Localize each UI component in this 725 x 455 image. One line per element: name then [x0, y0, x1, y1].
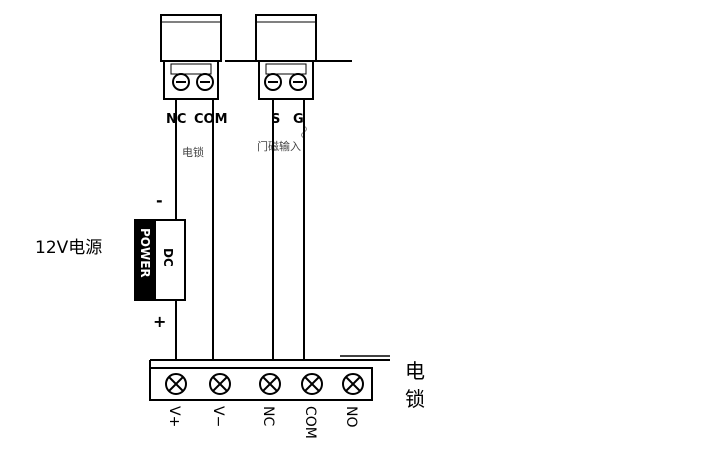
wires: [175, 99, 305, 360]
terminal-label-com: COM: [302, 406, 318, 439]
lock-screw-com: [301, 373, 323, 395]
terminal-label-nc: NC: [260, 406, 276, 426]
lock-title-line2: 锁: [405, 387, 425, 411]
terminal-label-vplus: V+: [166, 406, 182, 427]
connector-nc-com: [160, 14, 222, 100]
caption-lock: 电锁: [182, 145, 204, 159]
terminal-label-vminus: V−: [210, 406, 226, 427]
lock-terminal-block: V+ V− NC COM NO 电 锁: [149, 355, 425, 439]
controller-connectors: NC COM 电锁 S G 门磁输入: [160, 14, 352, 159]
lock-screw-nc: [259, 373, 281, 395]
lock-screw-vminus: [209, 373, 231, 395]
connector-s-g: [255, 14, 317, 100]
label-com: COM: [194, 112, 228, 127]
lock-screw-vplus: [165, 373, 187, 395]
lock-screw-no: [342, 373, 364, 395]
power-plus: +: [153, 312, 166, 331]
terminal-label-no: NO: [343, 406, 359, 428]
label-g: G: [293, 112, 304, 127]
power-text-dc: DC: [161, 248, 175, 267]
power-supply: 12V电源 POWER DC - +: [35, 191, 186, 331]
power-black-band: [135, 220, 156, 300]
caption-door-sensor: 门磁输入: [257, 139, 301, 153]
power-label: 12V电源: [35, 238, 102, 258]
power-minus: -: [156, 191, 163, 210]
label-s: S: [271, 112, 280, 127]
lock-title-line1: 电: [405, 359, 425, 383]
power-text-power: POWER: [138, 228, 152, 278]
